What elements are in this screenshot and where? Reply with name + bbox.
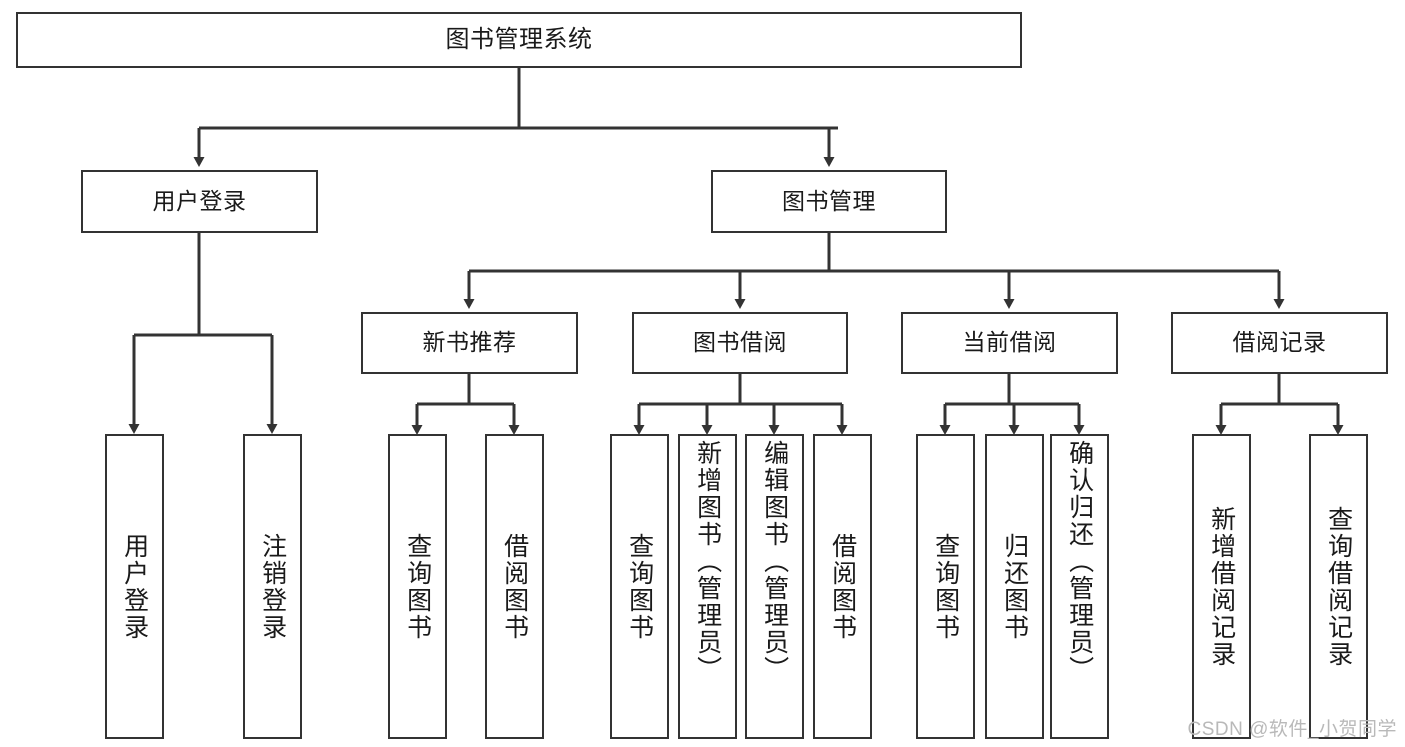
node-borrow-record[interactable]: 借阅记录 bbox=[1171, 312, 1388, 374]
node-leaf-edit-book-admin[interactable]: 编辑图书（管理员） bbox=[745, 434, 804, 739]
node-book-borrow[interactable]: 图书借阅 bbox=[632, 312, 848, 374]
node-leaf-borrow-book[interactable]: 借阅图书 bbox=[813, 434, 872, 739]
node-label: 借阅记录 bbox=[1232, 329, 1327, 356]
node-leaf-query-book-borrow[interactable]: 查询图书 bbox=[610, 434, 669, 739]
node-leaf-query-borrow-record[interactable]: 查询借阅记录 bbox=[1309, 434, 1368, 739]
node-current-borrow[interactable]: 当前借阅 bbox=[901, 312, 1118, 374]
node-label: 借阅图书 bbox=[828, 532, 857, 641]
node-label: 编辑图书（管理员） bbox=[760, 440, 789, 683]
node-leaf-add-borrow-record[interactable]: 新增借阅记录 bbox=[1192, 434, 1251, 739]
node-label: 注销登录 bbox=[258, 532, 287, 641]
node-leaf-confirm-return-admin[interactable]: 确认归还（管理员） bbox=[1050, 434, 1109, 739]
node-label: 归还图书 bbox=[1000, 532, 1029, 641]
node-label: 图书借阅 bbox=[693, 329, 787, 356]
node-leaf-user-login[interactable]: 用户登录 bbox=[105, 434, 164, 739]
node-label: 新增图书（管理员） bbox=[693, 440, 722, 683]
node-label: 查询图书 bbox=[403, 532, 432, 641]
node-leaf-borrow-book-recommend[interactable]: 借阅图书 bbox=[485, 434, 544, 739]
node-label: 图书管理 bbox=[782, 187, 876, 214]
node-label: 查询图书 bbox=[931, 532, 960, 641]
node-user-login[interactable]: 用户登录 bbox=[81, 170, 318, 233]
node-label: 借阅图书 bbox=[500, 532, 529, 641]
node-leaf-logout[interactable]: 注销登录 bbox=[243, 434, 302, 739]
node-label: 查询图书 bbox=[625, 532, 654, 641]
node-label: 新书推荐 bbox=[422, 329, 517, 356]
node-leaf-query-book-current[interactable]: 查询图书 bbox=[916, 434, 975, 739]
node-book-management[interactable]: 图书管理 bbox=[711, 170, 947, 233]
node-new-book-recommend[interactable]: 新书推荐 bbox=[361, 312, 578, 374]
node-label: 用户登录 bbox=[152, 187, 247, 214]
node-label: 图书管理系统 bbox=[445, 25, 593, 53]
node-label: 新增借阅记录 bbox=[1207, 505, 1236, 668]
node-label: 用户登录 bbox=[120, 532, 149, 641]
csdn-watermark: CSDN @软件_小贺同学 bbox=[1187, 719, 1397, 740]
node-root-book-management-system[interactable]: 图书管理系统 bbox=[16, 12, 1022, 68]
node-label: 当前借阅 bbox=[962, 329, 1057, 356]
node-leaf-add-book-admin[interactable]: 新增图书（管理员） bbox=[678, 434, 737, 739]
node-leaf-return-book[interactable]: 归还图书 bbox=[985, 434, 1044, 739]
node-leaf-query-book-recommend[interactable]: 查询图书 bbox=[388, 434, 447, 739]
node-label: 确认归还（管理员） bbox=[1065, 440, 1094, 683]
node-label: 查询借阅记录 bbox=[1324, 505, 1353, 668]
